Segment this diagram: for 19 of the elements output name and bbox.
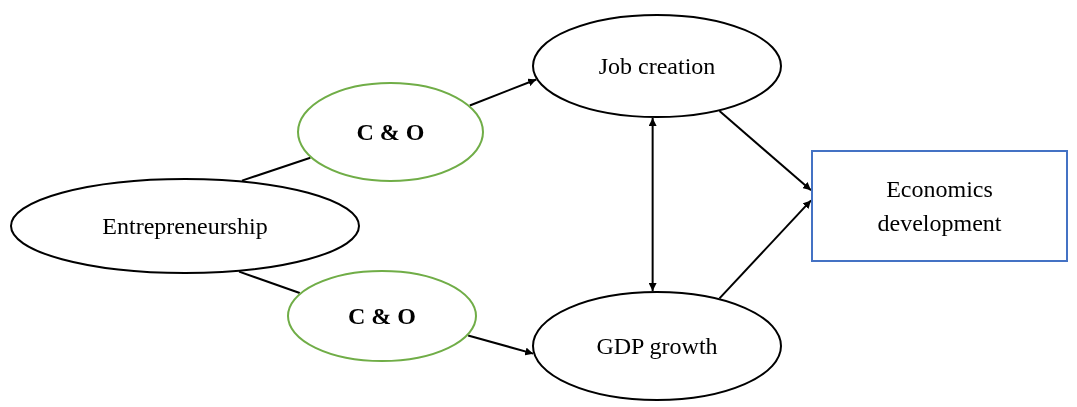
arrow	[718, 199, 812, 300]
node-label: GDP growth	[595, 332, 719, 361]
arrow	[718, 110, 812, 192]
node-label: Entrepreneurship	[101, 212, 269, 241]
node-label: Job creation	[597, 52, 717, 81]
connector-line	[240, 156, 312, 182]
moderator-ellipse	[297, 82, 484, 182]
connector-line	[238, 270, 301, 294]
arrow	[468, 78, 538, 107]
arrow	[467, 334, 535, 356]
outcome-ellipse	[532, 291, 782, 401]
outcome-ellipse	[532, 14, 782, 118]
result-box	[811, 150, 1068, 262]
node-label: C & O	[355, 118, 426, 147]
moderator-ellipse	[287, 270, 477, 362]
node-label: C & O	[347, 302, 417, 331]
node-label: Economics development	[876, 175, 1003, 238]
concept-ellipse	[10, 178, 360, 274]
arrow	[648, 116, 657, 293]
